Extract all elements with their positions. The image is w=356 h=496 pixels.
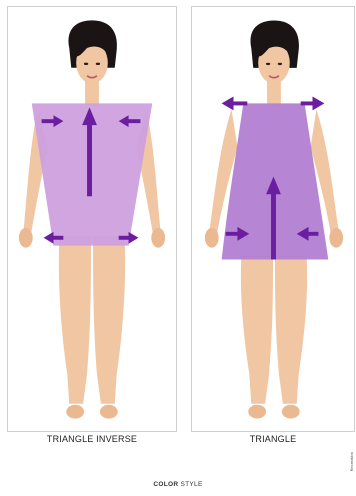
side-note: Recreation <box>349 452 354 471</box>
panel-triangle-inverse <box>7 6 177 432</box>
caption-triangle-inverse: TRIANGLE INVERSE <box>7 434 177 444</box>
figure-triangle <box>192 7 354 431</box>
panel-triangle <box>191 6 355 432</box>
brand-bold: COLOR <box>153 481 178 488</box>
caption-triangle: TRIANGLE <box>191 434 355 444</box>
brand-light: STYLE <box>181 481 203 488</box>
brand-logo: COLOR STYLE <box>0 481 356 488</box>
figure-triangle-inverse <box>8 7 176 431</box>
